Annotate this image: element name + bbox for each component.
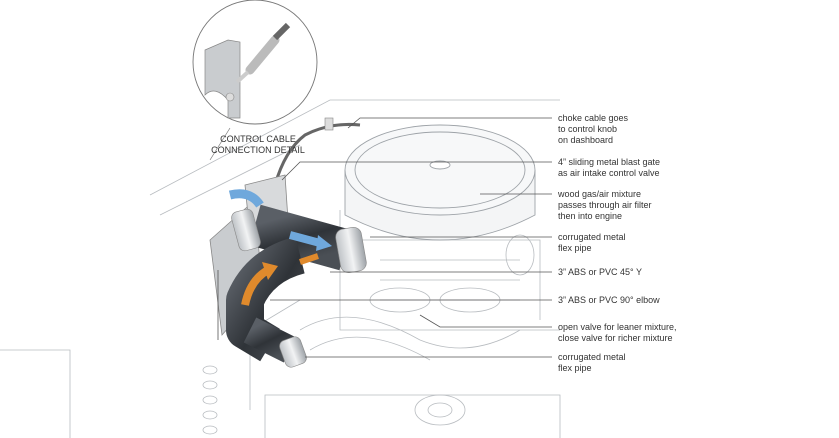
label-flex-pipe-lower: corrugated metal flex pipe [558,352,758,374]
battery [202,365,218,435]
air-flow-arrow [288,231,322,247]
label-valve: open valve for leaner mixture, close val… [558,322,758,344]
label-flex-pipe-upper: corrugated metal flex pipe [558,232,758,254]
label-line: on dashboard [558,135,614,145]
leader-lines [217,117,552,358]
gas-flow-arrow [241,266,271,306]
detail-caption: CONTROL CABLE CONNECTION DETAIL [210,134,306,156]
label-blast-gate: 4” sliding metal blast gate as air intak… [558,157,758,179]
cable-clamp [324,117,334,131]
air-inflow-arrow [228,189,264,208]
label-line: corrugated metal [558,232,626,242]
label-line: open valve for leaner mixture, [558,322,677,332]
label-line: 3” ABS or PVC 90° elbow [558,295,660,305]
label-line: close valve for richer mixture [558,333,673,343]
label-line: flex pipe [558,363,592,373]
label-line: corrugated metal [558,352,626,362]
label-line: passes through air filter [558,200,652,210]
caption-line: CONNECTION DETAIL [211,145,305,155]
pipe-assembly [226,189,367,368]
label-line: to control knob [558,124,618,134]
label-choke-cable: choke cable goes to control knob on dash… [558,113,758,146]
label-line: wood gas/air mixture [558,189,642,199]
label-line: as air intake control valve [558,168,660,178]
label-line: choke cable goes [558,113,629,123]
label-line: 3” ABS or PVC 45° Y [558,267,642,277]
label-line: 4” sliding metal blast gate [558,157,661,167]
label-line: flex pipe [558,243,592,253]
choke-cable [273,123,361,186]
control-cable-detail [192,0,318,161]
label-air-filter: wood gas/air mixture passes through air … [558,189,758,222]
caption-line: CONTROL CABLE [220,134,296,144]
label-line: then into engine [558,211,623,221]
label-45-y: 3” ABS or PVC 45° Y [558,267,758,278]
air-cleaner [344,124,536,241]
label-90-elbow: 3” ABS or PVC 90° elbow [558,295,758,306]
